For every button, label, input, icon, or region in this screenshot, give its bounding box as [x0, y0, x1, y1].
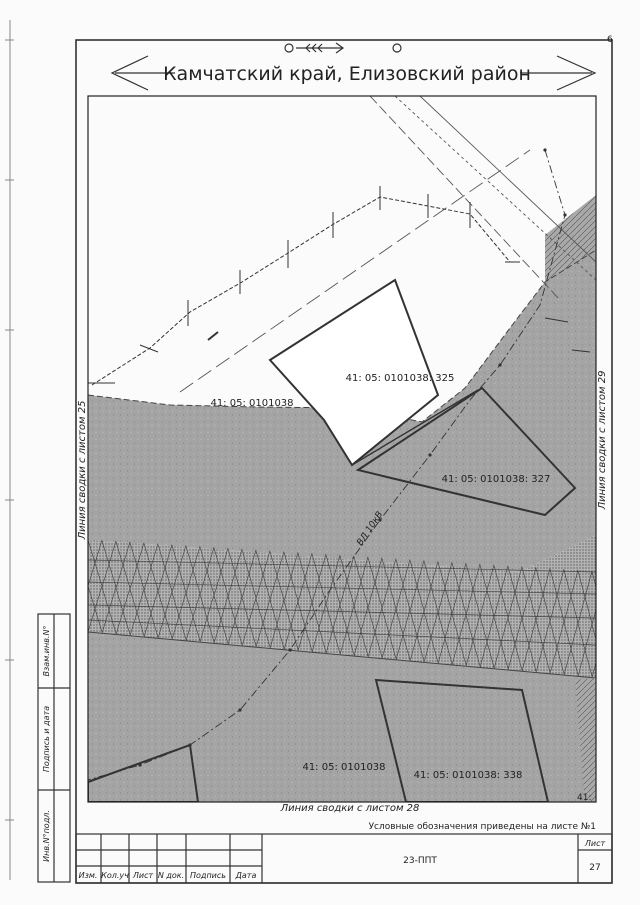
- stamp-col-doc: N док.: [158, 871, 184, 880]
- stamp-col-list: Лист: [132, 871, 154, 880]
- side-stamp-signature-date: Подпись и дата: [42, 706, 51, 772]
- label-quarter-bottom: 41: 05: 0101038: [302, 762, 385, 773]
- label-quarter-top: 41: 05: 0101038: [210, 398, 293, 409]
- map-border: [87, 95, 597, 803]
- road-crosshatch: [88, 559, 596, 646]
- header-title: Камчатский край, Елизовский район: [163, 63, 531, 85]
- stamp-col-date: Дата: [235, 871, 257, 880]
- label-left-join: Линия сводки с листом 25: [77, 401, 88, 541]
- label-parcel-327: 41: 05: 0101038: 327: [442, 474, 551, 485]
- page-number: 6: [607, 35, 613, 45]
- binding-marks: [5, 20, 14, 880]
- road-cross-marks: [88, 539, 596, 678]
- cable-markers: [138, 148, 567, 767]
- legend-note: Условные обозначения приведены на листе …: [369, 822, 596, 832]
- label-bottom-join: Линия сводки с листом 28: [280, 803, 420, 814]
- label-parcel-325: 41: 05: 0101038: 325: [346, 373, 455, 384]
- header-decoration: [110, 42, 597, 91]
- stamp-sheet-label: Лист: [584, 839, 606, 848]
- parcel-338: [374, 678, 550, 802]
- parcel-lower-left: [88, 743, 200, 802]
- map-area: [88, 96, 596, 802]
- power-line: [88, 186, 591, 386]
- label-corner-fragment: 41:: [577, 793, 591, 803]
- label-parcel-338: 41: 05: 0101038: 338: [414, 770, 523, 781]
- parcel-327: [355, 386, 577, 517]
- side-stamp: [37, 613, 71, 883]
- stamp-col-kol: Кол.уч: [101, 871, 129, 880]
- parcel-325: [268, 278, 440, 467]
- title-block: [75, 833, 613, 884]
- road-strip: [88, 535, 596, 678]
- survey-lines: [179, 96, 596, 393]
- gray-territory-lower: [88, 632, 596, 802]
- stamp-sheet-number: 27: [589, 863, 600, 873]
- stamp-col-signature: Подпись: [190, 871, 226, 880]
- side-stamp-inv-original: Инв.N°подл.: [42, 810, 51, 862]
- stamp-code: 23-ППТ: [403, 856, 437, 866]
- hatched-strip-bottom: [575, 678, 596, 802]
- label-right-join: Линия сводки с листом 29: [597, 371, 608, 511]
- stamp-col-izm: Изм.: [79, 871, 98, 880]
- side-stamp-inv-replace: Взам.инв.N°: [42, 626, 51, 677]
